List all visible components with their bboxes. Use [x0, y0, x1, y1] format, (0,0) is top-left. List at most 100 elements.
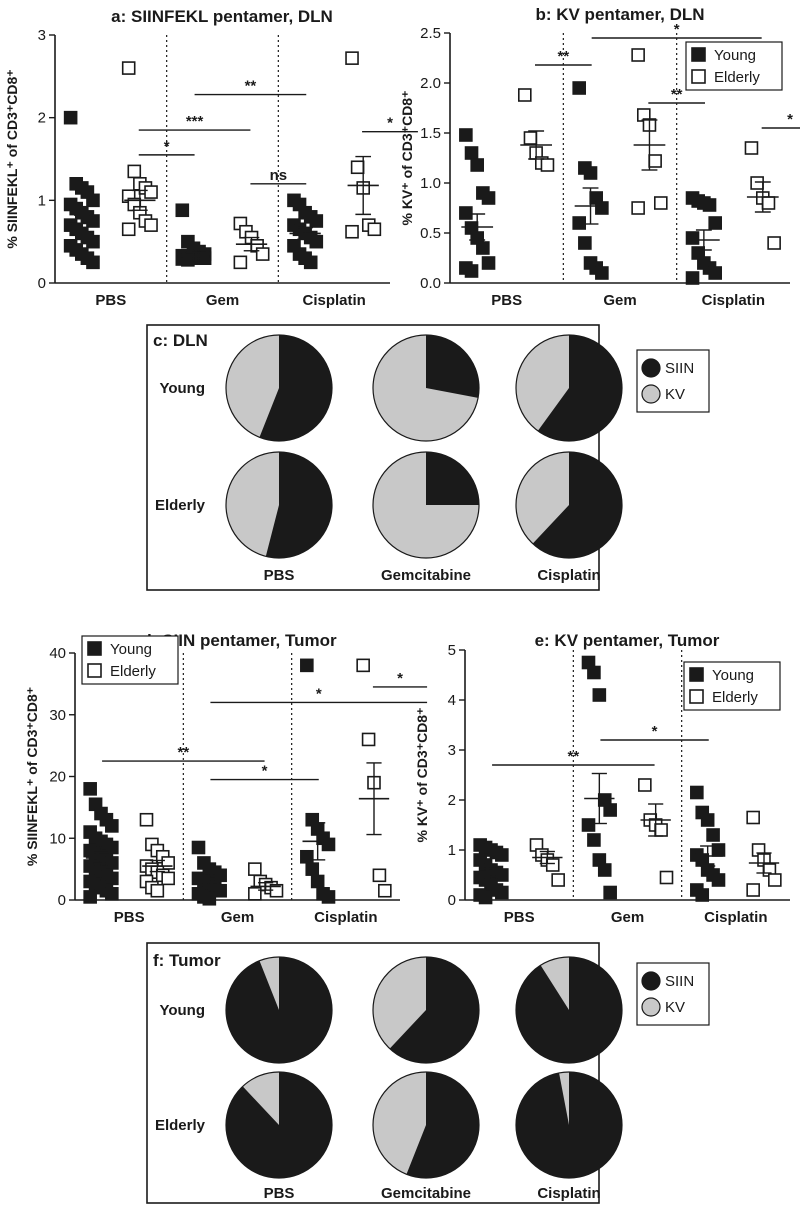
legend-elderly-label: Elderly [714, 69, 760, 86]
pie-siin-slice [259, 335, 333, 442]
significance-label: * [787, 111, 793, 128]
pie-panel-border [146, 324, 600, 591]
y-tick-label: 0.5 [420, 225, 441, 242]
elderly-point [144, 218, 158, 232]
pie-siin-slice [515, 1072, 622, 1179]
legend-kv-swatch [641, 384, 661, 404]
young-point [706, 828, 720, 842]
elderly-point [768, 873, 782, 887]
elderly-point [654, 823, 668, 837]
young-point [578, 236, 592, 250]
x-category-label: PBS [491, 292, 522, 309]
elderly-point [378, 883, 392, 898]
elderly-point [372, 868, 387, 883]
young-point [191, 840, 206, 855]
legend-elderly-swatch [689, 689, 704, 704]
significance-label: * [387, 115, 393, 132]
young-point [105, 887, 119, 901]
young-point [213, 883, 227, 898]
pie-row-label: Young [159, 380, 205, 397]
young-point [581, 818, 596, 832]
pie-siin-slice [532, 452, 623, 559]
young-point [181, 253, 195, 267]
pie-column-label: Gemcitabine [381, 1185, 471, 1202]
elderly-point [121, 222, 136, 237]
elderly-point [248, 862, 262, 876]
elderly-point [150, 883, 165, 898]
significance-label: ** [177, 744, 189, 761]
elderly-point [551, 873, 565, 887]
young-point [464, 146, 479, 160]
chart-title: e: KV pentamer, Tumor [535, 631, 720, 650]
young-point [603, 803, 617, 817]
chart-title: d: SIIN pentamer, Tumor [141, 631, 337, 650]
young-point [202, 891, 217, 906]
young-point [86, 214, 100, 228]
young-point [300, 658, 314, 673]
legend-kv-swatch [641, 997, 661, 1017]
y-tick-label: 1 [38, 192, 46, 209]
x-category-label: Gem [603, 292, 636, 309]
significance-label: ** [567, 748, 579, 765]
young-point [478, 890, 493, 905]
young-point [309, 234, 324, 249]
elderly-point [648, 154, 662, 168]
elderly-point [356, 658, 370, 673]
elderly-point [653, 196, 668, 210]
significance-label: *** [186, 113, 204, 130]
young-point [321, 890, 336, 904]
elderly-point [233, 255, 248, 270]
elderly-point [750, 176, 764, 190]
young-point [690, 785, 704, 800]
y-tick-label: 2 [448, 792, 456, 809]
chart-title: a: SIINFEKL pentamer, DLN [111, 7, 333, 26]
legend-young-swatch [691, 47, 706, 62]
young-point [587, 833, 601, 847]
legend-kv-label: KV [665, 386, 685, 403]
panel-b-chart: b: KV pentamer, DLN% KV⁺ of CD3⁺CD8⁺0.00… [399, 5, 800, 309]
y-tick-label: 2.5 [420, 25, 441, 42]
elderly-point [161, 871, 175, 886]
elderly-point [659, 870, 674, 885]
elderly-point [523, 131, 538, 145]
elderly-point [350, 160, 365, 175]
panel-d-chart: d: SIIN pentamer, Tumor % SIINFEKL⁺ of CD… [24, 631, 428, 926]
pie-column-label: Gemcitabine [381, 567, 471, 584]
y-axis-label: % KV⁺ of CD3⁺CD8⁺ [414, 708, 430, 843]
y-tick-label: 2.0 [420, 75, 441, 92]
elderly-point [638, 778, 652, 792]
young-point [708, 266, 723, 280]
legend-siin-swatch [641, 971, 661, 991]
young-point [711, 873, 726, 887]
legend-elderly-label: Elderly [712, 689, 758, 706]
y-tick-label: 2 [38, 110, 46, 127]
pie-siin-slice [225, 957, 332, 1064]
elderly-point [255, 247, 270, 261]
elderly-point [767, 236, 781, 250]
pie-siin-slice [426, 452, 479, 505]
y-tick-label: 10 [49, 830, 66, 847]
x-category-label: Cisplatin [702, 292, 765, 309]
young-point [300, 849, 314, 864]
pie-panel-title: c: DLN [153, 331, 208, 350]
young-point [597, 863, 612, 877]
elderly-point [144, 185, 158, 199]
young-point [83, 782, 97, 796]
x-category-label: Cisplatin [314, 909, 377, 926]
legend-elderly-label: Elderly [110, 663, 156, 680]
young-point [175, 203, 190, 218]
elderly-point [367, 222, 382, 237]
young-point [459, 128, 473, 142]
young-point [495, 885, 509, 900]
y-axis-label: % SIINFEKL⁺ of CD3⁺CD8⁺ [24, 687, 40, 866]
y-tick-label: 0 [58, 892, 66, 909]
young-point [105, 819, 119, 833]
pie-column-label: PBS [264, 567, 295, 584]
y-tick-label: 3 [448, 742, 456, 759]
young-point [309, 214, 324, 228]
elderly-point [744, 141, 759, 155]
significance-label: ns [270, 167, 288, 184]
